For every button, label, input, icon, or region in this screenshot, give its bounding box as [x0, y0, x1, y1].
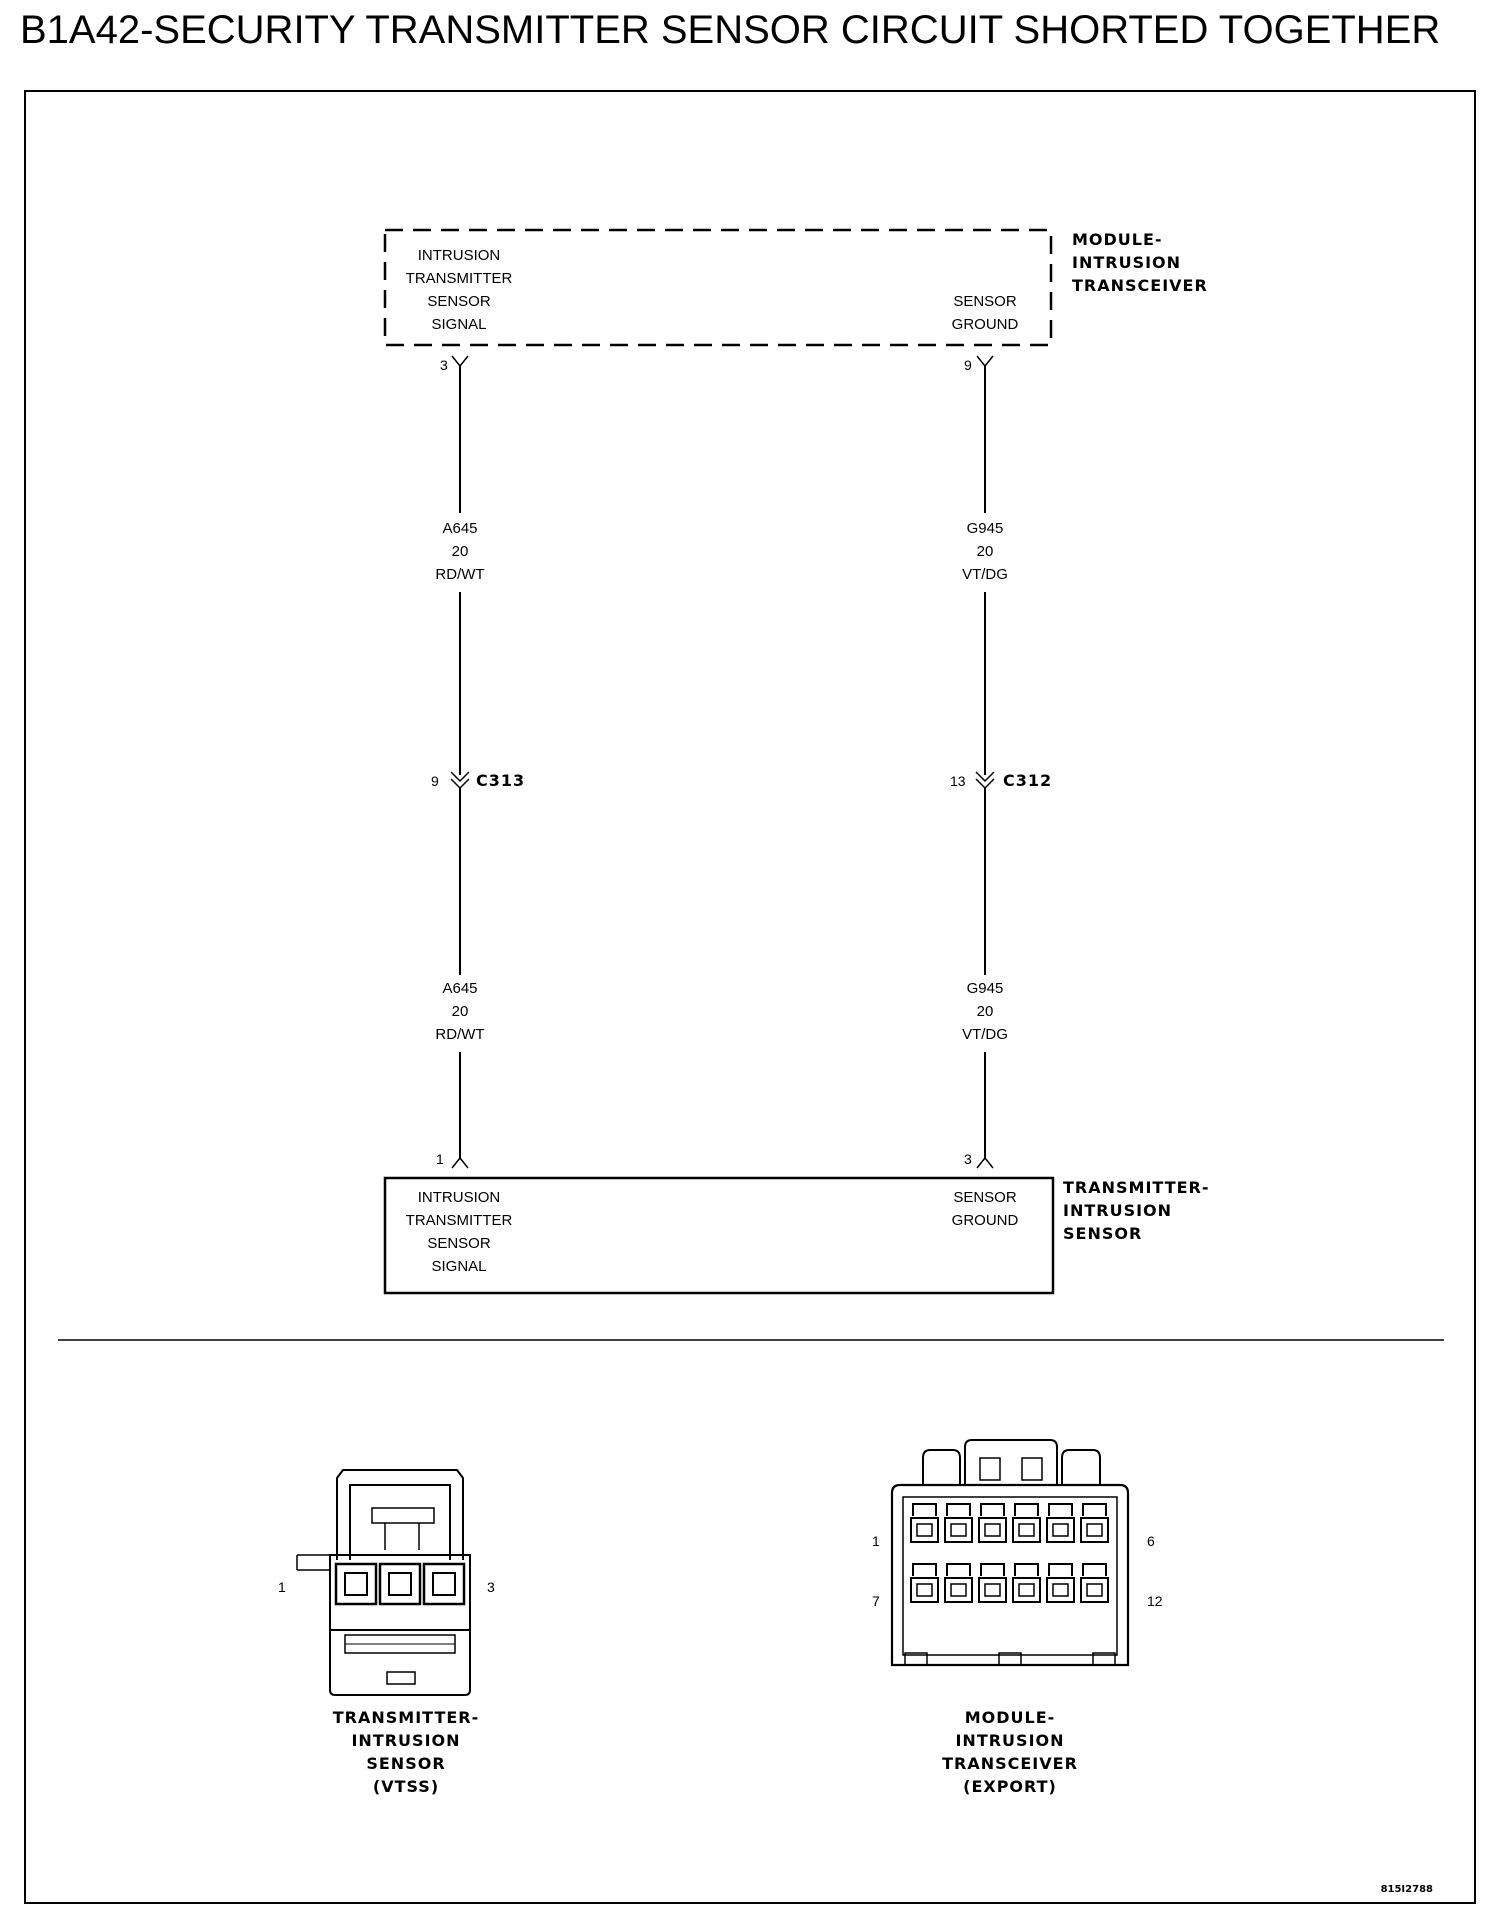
wire-left-upper-label: A645 20 RD/WT [435, 520, 484, 583]
module-connector-pin-7: 7 [872, 1593, 880, 1609]
svg-text:RD/WT: RD/WT [435, 1026, 484, 1043]
svg-text:INTRUSION: INTRUSION [1063, 1201, 1172, 1220]
wire-right-upper-label: G945 20 VT/DG [962, 520, 1008, 583]
svg-text:INTRUSION: INTRUSION [418, 1189, 501, 1206]
svg-text:G945: G945 [967, 520, 1004, 537]
sensor-box [383, 1176, 1055, 1295]
svg-text:RD/WT: RD/WT [435, 566, 484, 583]
module-connector-caption: MODULE- INTRUSION TRANSCEIVER (EXPORT) [942, 1708, 1078, 1796]
svg-text:(VTSS): (VTSS) [373, 1777, 439, 1796]
svg-text:TRANSMITTER-: TRANSMITTER- [1063, 1178, 1210, 1197]
svg-text:G945: G945 [967, 980, 1004, 997]
module-connector-cavity [978, 1563, 1007, 1603]
connector-c313-pin: 9 [431, 773, 439, 789]
svg-text:GROUND: GROUND [952, 316, 1019, 333]
module-connector-cavity [1046, 1503, 1075, 1543]
sensor-pin-1: 1 [436, 1151, 444, 1167]
sensor-connector-view [296, 1469, 471, 1696]
sensor-pin-3: 3 [964, 1151, 972, 1167]
svg-text:MODULE-: MODULE- [965, 1708, 1056, 1727]
svg-text:INTRUSION: INTRUSION [1072, 253, 1181, 272]
module-connector-view [890, 1439, 1130, 1667]
sensor-left-label: INTRUSION TRANSMITTER SENSOR SIGNAL [406, 1189, 513, 1275]
sensor-name: TRANSMITTER- INTRUSION SENSOR [1063, 1178, 1210, 1243]
module-pin-right-terminal [976, 355, 994, 368]
module-connector-cavity [1080, 1563, 1109, 1603]
svg-text:TRANSMITTER-: TRANSMITTER- [333, 1708, 480, 1727]
svg-text:SIGNAL: SIGNAL [431, 1258, 486, 1275]
svg-text:TRANSCEIVER: TRANSCEIVER [942, 1754, 1078, 1773]
module-pin-9: 9 [964, 357, 972, 373]
diagram-frame [24, 90, 1476, 1904]
connector-c313-label: C313 [476, 771, 525, 790]
sensor-pin-right-terminal [976, 1156, 994, 1169]
module-connector-cavity [1012, 1563, 1041, 1603]
sensor-pin-left-terminal [451, 1156, 469, 1169]
svg-text:SENSOR: SENSOR [427, 293, 491, 310]
svg-text:TRANSMITTER: TRANSMITTER [406, 1212, 513, 1229]
module-connector-cavity [910, 1563, 939, 1603]
sensor-right-label: SENSOR GROUND [952, 1189, 1019, 1229]
svg-text:SENSOR: SENSOR [427, 1235, 491, 1252]
svg-text:VT/DG: VT/DG [962, 1026, 1008, 1043]
svg-text:SENSOR: SENSOR [366, 1754, 445, 1773]
svg-text:20: 20 [977, 1003, 994, 1020]
module-connector-pin-1: 1 [872, 1533, 880, 1549]
svg-text:INTRUSION: INTRUSION [955, 1731, 1064, 1750]
svg-text:INTRUSION: INTRUSION [351, 1731, 460, 1750]
svg-text:(EXPORT): (EXPORT) [963, 1777, 1057, 1796]
svg-text:20: 20 [452, 543, 469, 560]
connector-c312-pin: 13 [950, 773, 966, 789]
module-connector-pin-12: 12 [1147, 1593, 1163, 1609]
module-connector-cavity [910, 1503, 939, 1543]
svg-text:SENSOR: SENSOR [953, 1189, 1017, 1206]
module-connector-cavity [1080, 1503, 1109, 1543]
page-title: B1A42-SECURITY TRANSMITTER SENSOR CIRCUI… [20, 8, 1441, 52]
svg-text:SENSOR: SENSOR [953, 293, 1017, 310]
sensor-connector-pin-1: 1 [278, 1579, 286, 1595]
module-connector-cavity [978, 1503, 1007, 1543]
module-left-label: INTRUSION TRANSMITTER SENSOR SIGNAL [406, 247, 513, 333]
svg-text:GROUND: GROUND [952, 1212, 1019, 1229]
module-connector-cavity [944, 1503, 973, 1543]
svg-text:MODULE-: MODULE- [1072, 230, 1163, 249]
module-connector-cavity [944, 1563, 973, 1603]
module-name: MODULE- INTRUSION TRANSCEIVER [1072, 230, 1208, 295]
svg-text:SIGNAL: SIGNAL [431, 316, 486, 333]
connector-c312-label: C312 [1003, 771, 1052, 790]
module-pin-left-terminal [451, 355, 469, 368]
module-right-label: SENSOR GROUND [952, 293, 1019, 333]
svg-text:TRANSMITTER: TRANSMITTER [406, 270, 513, 287]
figure-id: 815I2788 [1381, 1884, 1433, 1895]
wire-left-lower-label: A645 20 RD/WT [435, 980, 484, 1043]
svg-text:20: 20 [452, 1003, 469, 1020]
module-connector-cavity [1012, 1503, 1041, 1543]
module-connector-cavity [1046, 1563, 1075, 1603]
svg-text:20: 20 [977, 543, 994, 560]
svg-text:A645: A645 [442, 520, 477, 537]
svg-text:INTRUSION: INTRUSION [418, 247, 501, 264]
module-connector-pin-6: 6 [1147, 1533, 1155, 1549]
wire-right-lower-label: G945 20 VT/DG [962, 980, 1008, 1043]
module-pin-3: 3 [440, 357, 448, 373]
sensor-connector-caption: TRANSMITTER- INTRUSION SENSOR (VTSS) [333, 1708, 480, 1796]
svg-text:SENSOR: SENSOR [1063, 1224, 1142, 1243]
svg-text:TRANSCEIVER: TRANSCEIVER [1072, 276, 1208, 295]
svg-text:VT/DG: VT/DG [962, 566, 1008, 583]
sensor-connector-pin-3: 3 [487, 1579, 495, 1595]
svg-text:A645: A645 [442, 980, 477, 997]
